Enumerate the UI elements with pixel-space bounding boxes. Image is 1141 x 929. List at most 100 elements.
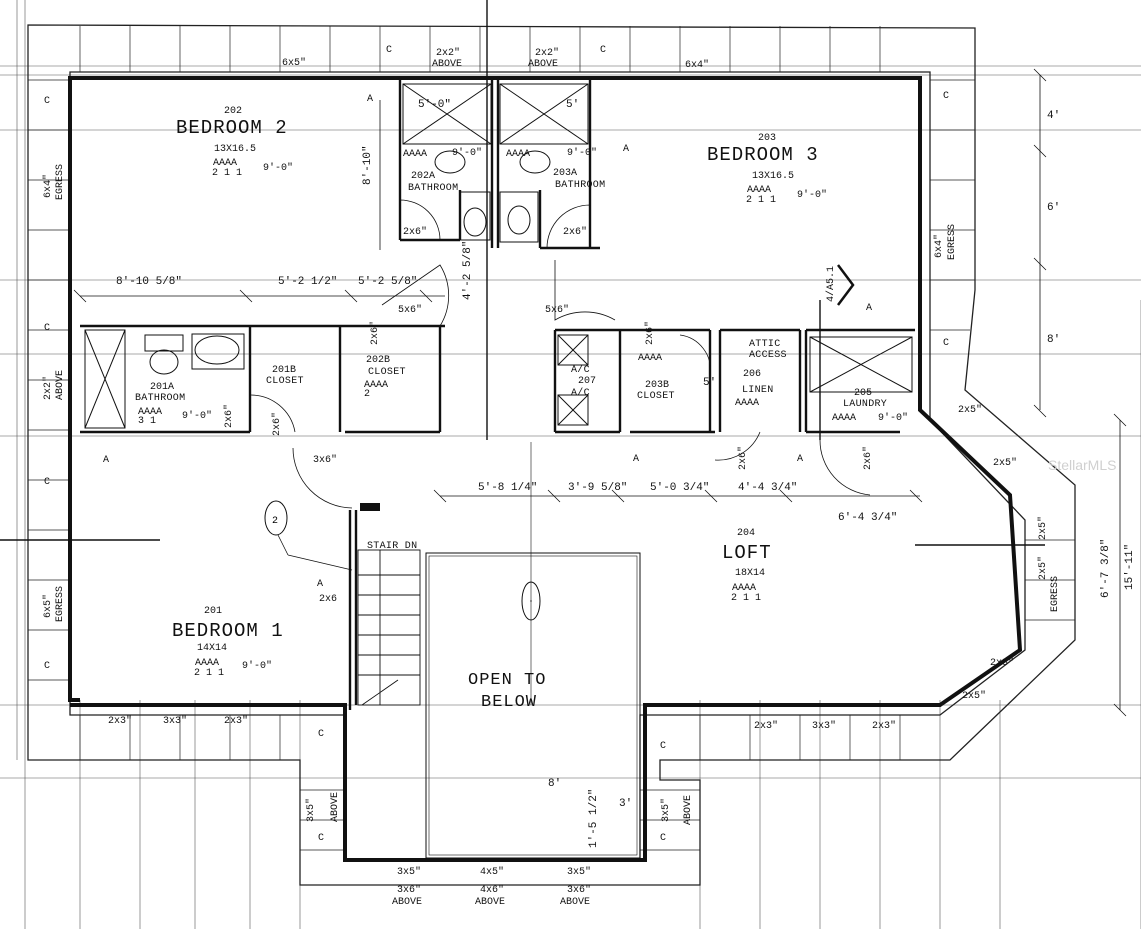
door-closet201b: 2x6"	[271, 412, 283, 436]
loft204-name: LOFT	[722, 542, 772, 564]
window-3x5-right: 3x5"	[660, 798, 672, 822]
detail-marker-label: 2	[272, 516, 278, 527]
stair	[357, 549, 421, 706]
window-bay-3: 2x5"	[1037, 556, 1049, 580]
door-closet203b: 2x6"	[644, 321, 656, 345]
bath201a-subtags: 3 1	[138, 416, 156, 427]
window-2x2-left: 2x2"	[42, 376, 54, 400]
linen206-tags: AAAA	[735, 398, 759, 409]
laundry205-tags: AAAA	[832, 413, 856, 424]
room-labels: 202 BEDROOM 2 13X16.5 AAAA 2 1 1 9'-0" 2…	[135, 106, 908, 712]
dim-4-right: 4'	[1047, 110, 1060, 122]
tag-c-11: C	[318, 833, 324, 844]
bath201a-ceiling: 9'-0"	[182, 410, 212, 422]
tag-c-1: C	[386, 45, 392, 56]
attic-label: ATTIC	[749, 339, 781, 350]
laundry205-number: 205	[854, 388, 872, 399]
window-above-b: ABOVE	[528, 59, 558, 70]
bath201a-name: BATHROOM	[135, 393, 185, 404]
linen206-name: LINEN	[742, 385, 774, 396]
closet203b-number: 203B	[645, 380, 669, 391]
bedroom2-size: 13X16.5	[214, 144, 256, 155]
tag-a-7: A	[797, 454, 803, 465]
interior-walls	[80, 78, 915, 710]
window-2x2-top-b: 2x2"	[535, 47, 559, 59]
dim-6-right: 6'	[1047, 202, 1060, 214]
window-4x6-bottom: 4x6"	[480, 884, 504, 896]
tag-c-12: C	[660, 833, 666, 844]
dim-15-11: 15'-11"	[1124, 544, 1136, 590]
bedroom2-tags: AAAA	[213, 158, 237, 169]
loft204-number: 204	[737, 528, 755, 539]
dim-3-bottom: 3'	[619, 798, 632, 810]
door-closet202b: 2x6"	[369, 321, 381, 345]
closet202b-subtags: 2	[364, 389, 370, 400]
above-left: ABOVE	[55, 370, 66, 400]
egress-bay: EGRESS	[1050, 576, 1061, 612]
tag-c-9: C	[318, 729, 324, 740]
dim-5: 5'	[566, 99, 579, 111]
door-laundry: 2x6"	[862, 446, 874, 470]
tag-c-6: C	[44, 661, 50, 672]
bath202a-tags: AAAA	[403, 149, 427, 160]
tag-c-10: C	[660, 741, 666, 752]
attic-access-label: ACCESS	[749, 350, 787, 361]
bath203a-tags: AAAA	[506, 149, 530, 160]
bath203a-number: 203A	[553, 168, 577, 179]
door-bath203a: 2x6"	[563, 226, 587, 238]
bedroom1-name: BEDROOM 1	[172, 620, 284, 642]
tag-c-8: C	[943, 338, 949, 349]
bath202a-number: 202A	[411, 171, 435, 182]
tag-a-6: A	[633, 454, 639, 465]
closet203b-tags: AAAA	[638, 353, 662, 364]
dim-5-8: 5'-8 1/4"	[478, 482, 537, 494]
dimension-labels: 8'-10 5/8" 5'-2 1/2" 5'-2 5/8" 4'-2 5/8"…	[116, 99, 1136, 848]
door-bedroom3: 5x6"	[545, 304, 569, 316]
tag-c-3: C	[44, 96, 50, 107]
closet201b-name: CLOSET	[266, 376, 304, 387]
bedroom3-name: BEDROOM 3	[707, 144, 819, 166]
detail-marker-2: 2	[264, 500, 353, 571]
tag-c-4: C	[44, 323, 50, 334]
ac207-name2: A/C	[571, 387, 590, 399]
closet201b-number: 201B	[272, 365, 296, 376]
above-bottom-right: ABOVE	[683, 795, 694, 825]
dim-4-4: 4'-4 3/4"	[738, 482, 797, 494]
closet202b-name: CLOSET	[368, 367, 406, 378]
window-bay-4: 2x5"	[1037, 516, 1049, 540]
exterior-walls	[68, 76, 1023, 862]
door-swings	[249, 199, 871, 509]
bedroom1-tags: AAAA	[195, 658, 219, 669]
dim-5-0: 5'-0"	[418, 99, 451, 111]
dim-6-7: 6'-7 3/8"	[1100, 539, 1112, 598]
egress-left-bottom: EGRESS	[55, 586, 66, 622]
dim-8-10v: 8'-10"	[362, 145, 374, 185]
closet203b-name: CLOSET	[637, 391, 675, 402]
tag-a-3: A	[866, 303, 872, 314]
closet202b-tags: AAAA	[364, 380, 388, 391]
dim-5-2: 5'-2 1/2"	[278, 276, 337, 288]
ac207-name: A/C	[571, 364, 590, 376]
bedroom3-subtags: 2 1 1	[746, 195, 776, 206]
tag-a-1: A	[367, 94, 373, 105]
watermark: StellarMLS	[1048, 457, 1116, 473]
dim-6-4: 6'-4 3/4"	[838, 512, 897, 524]
door-bedroom2: 5x6"	[398, 304, 422, 316]
dim-3-9: 3'-9 5/8"	[568, 482, 627, 494]
open-to-below-rail	[425, 442, 641, 859]
window-6x4-left: 6x4"	[42, 174, 54, 198]
door-bath201a: 2x6"	[223, 404, 235, 428]
loft204-subtags: 2 1 1	[731, 593, 761, 604]
roof-eave	[27, 24, 1076, 886]
window-2x3-a: 2x3"	[108, 715, 132, 727]
loft204-tags: AAAA	[732, 583, 756, 594]
window-4x5-bottom: 4x5"	[480, 866, 504, 878]
bedroom1-number: 201	[204, 606, 222, 617]
window-3x5-bottom-a: 3x5"	[397, 866, 421, 878]
laundry205-ceiling: 9'-0"	[878, 412, 908, 424]
window-6x4-top: 6x4"	[685, 59, 709, 71]
dim-5-2b: 5'-2 5/8"	[358, 276, 417, 288]
bath203a-name: BATHROOM	[555, 180, 605, 191]
window-above-c: ABOVE	[392, 897, 422, 908]
bedroom3-number: 203	[758, 133, 776, 144]
